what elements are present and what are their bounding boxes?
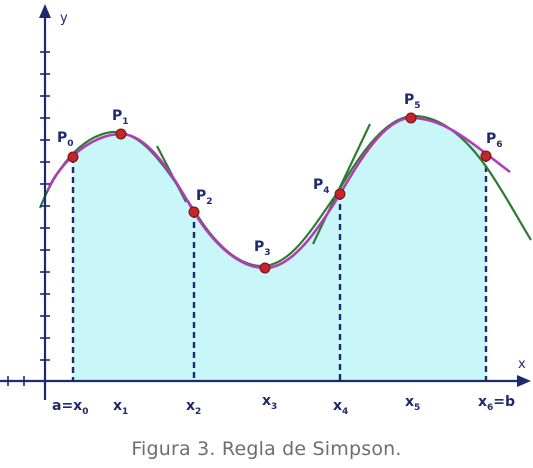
x-label-x1: x1	[113, 398, 128, 417]
point-p5	[405, 112, 417, 124]
y-axis-label: y	[60, 11, 68, 26]
label-p6: P6	[486, 131, 503, 150]
point-p2	[188, 206, 200, 218]
point-p3	[259, 262, 271, 274]
figure-caption: Figura 3. Regla de Simpson.	[131, 438, 402, 460]
x-axis-label: x	[518, 357, 526, 372]
label-p3: P3	[254, 239, 271, 258]
label-p2: P2	[196, 188, 213, 207]
label-p1: P1	[112, 108, 129, 127]
tangent-segment-right	[312, 123, 371, 245]
point-p1	[115, 128, 127, 140]
y-axis-arrow	[39, 4, 51, 18]
axis-ticks	[7, 51, 50, 386]
point-p0	[67, 151, 79, 163]
label-p5: P5	[404, 92, 421, 111]
x-label-x6: x6=b	[478, 394, 515, 413]
x-axis-arrow	[517, 375, 531, 387]
x-label-x3: x3	[262, 393, 277, 412]
label-p4: P4	[313, 177, 330, 196]
shaded-area	[73, 118, 486, 381]
x-label-x0: a=x0	[52, 398, 88, 417]
x-label-x4: x4	[333, 398, 348, 417]
point-p4	[334, 188, 346, 200]
x-label-x5: x5	[405, 394, 420, 413]
x-label-x2: x2	[186, 398, 201, 417]
simpson-rule-diagram: y x P0 P1 P2 P3 P4 P5 P6 a=x0 x1 x2 x3 x…	[0, 4, 532, 417]
label-p0: P0	[57, 130, 74, 149]
point-p6	[480, 150, 492, 162]
